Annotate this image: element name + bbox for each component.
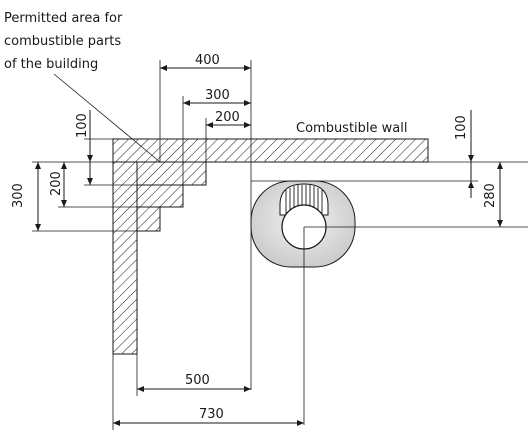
dim-left-100: 100 bbox=[75, 113, 90, 138]
permitted-area-step-400 bbox=[136, 206, 161, 232]
callout-leader bbox=[53, 73, 161, 163]
dim-right bbox=[251, 110, 528, 227]
dim-left bbox=[32, 110, 137, 232]
callout-line-3: of the building bbox=[4, 57, 98, 72]
dim-left-300: 300 bbox=[11, 183, 26, 208]
dim-top-200: 200 bbox=[215, 110, 240, 125]
dim-top-400: 400 bbox=[195, 53, 220, 68]
dim-right-100: 100 bbox=[454, 115, 469, 140]
combustible-wall-vertical bbox=[112, 161, 138, 355]
permitted-area-step-300 bbox=[136, 184, 184, 208]
dim-bottom-500: 500 bbox=[185, 373, 210, 388]
callout-line-2: combustible parts bbox=[4, 34, 121, 49]
dim-bottom-730: 730 bbox=[199, 407, 224, 422]
dim-bottom bbox=[112, 354, 304, 430]
dim-left-200: 200 bbox=[49, 171, 64, 196]
dim-top-300: 300 bbox=[205, 88, 230, 103]
dim-right-280: 280 bbox=[483, 183, 498, 208]
permitted-area-step-200 bbox=[136, 161, 207, 186]
wall-label: Combustible wall bbox=[296, 121, 407, 136]
callout-line-1: Permitted area for bbox=[4, 11, 123, 26]
stove-top-view bbox=[250, 180, 528, 425]
